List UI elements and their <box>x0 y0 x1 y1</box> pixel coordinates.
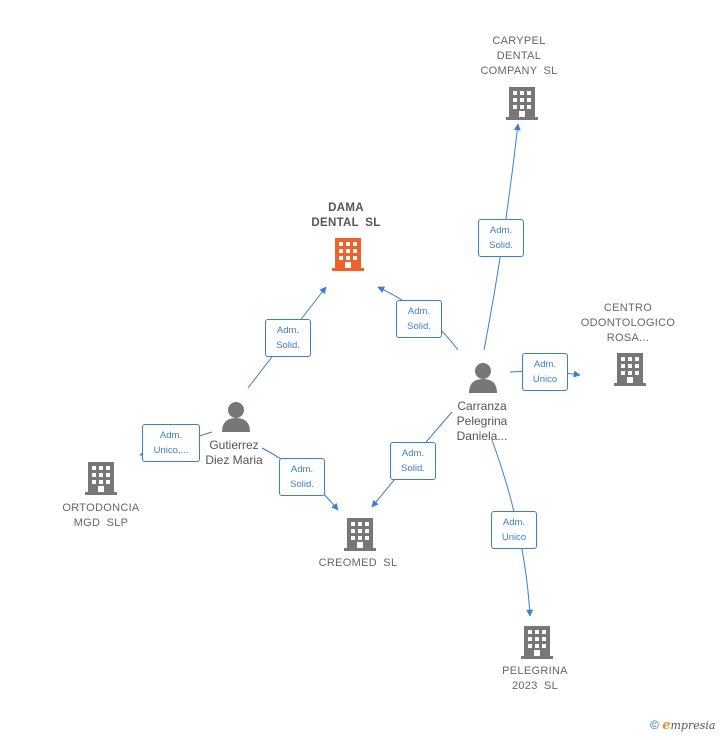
person-label-carranza[interactable]: Carranza Pelegrina Daniela... <box>456 399 508 443</box>
building-icon[interactable] <box>506 87 538 120</box>
edge-label-gutierrez-creomed[interactable]: Adm. Solid. <box>279 458 325 496</box>
company-label-ortodoncia[interactable]: ORTODONCIA MGD SLP <box>62 502 140 529</box>
building-icon[interactable] <box>521 626 553 659</box>
building-icon[interactable] <box>614 353 646 386</box>
company-label-dama[interactable]: DAMA DENTAL SL <box>311 202 381 229</box>
building-icon[interactable] <box>344 518 376 551</box>
edge-label-carranza-pelegrina[interactable]: Adm. Unico <box>491 511 537 549</box>
building-icon[interactable] <box>85 462 117 495</box>
edge-label-carranza-carypel[interactable]: Adm. Solid. <box>478 219 524 257</box>
copyright-icon: © <box>650 718 659 732</box>
company-label-creomed[interactable]: CREOMED SL <box>318 557 398 569</box>
edge-label-gutierrez-dama[interactable]: Adm. Solid. <box>265 319 311 357</box>
company-label-centro[interactable]: CENTRO ODONTOLOGICO ROSA... <box>580 302 676 344</box>
brand-logo-e: e <box>662 718 671 733</box>
brand-logo-text: mpresia <box>670 719 716 732</box>
edge-label-carranza-centro[interactable]: Adm. Unico <box>522 353 568 391</box>
edge-label-carranza-dama[interactable]: Adm. Solid. <box>396 300 442 338</box>
edge-label-carranza-creomed[interactable]: Adm. Solid. <box>390 442 436 480</box>
building-icon[interactable] <box>332 238 364 271</box>
person-icon[interactable] <box>222 402 250 432</box>
brand-footer[interactable]: © empresia <box>650 718 715 733</box>
company-label-pelegrina[interactable]: PELEGRINA 2023 SL <box>502 665 568 692</box>
person-label-gutierrez[interactable]: Gutierrez Diez Maria <box>205 438 263 467</box>
person-icon[interactable] <box>469 363 497 393</box>
company-label-carypel[interactable]: CARYPEL DENTAL COMPANY SL <box>480 35 558 77</box>
edge-label-gutierrez-ortodoncia[interactable]: Adm. Unico,... <box>142 424 200 462</box>
